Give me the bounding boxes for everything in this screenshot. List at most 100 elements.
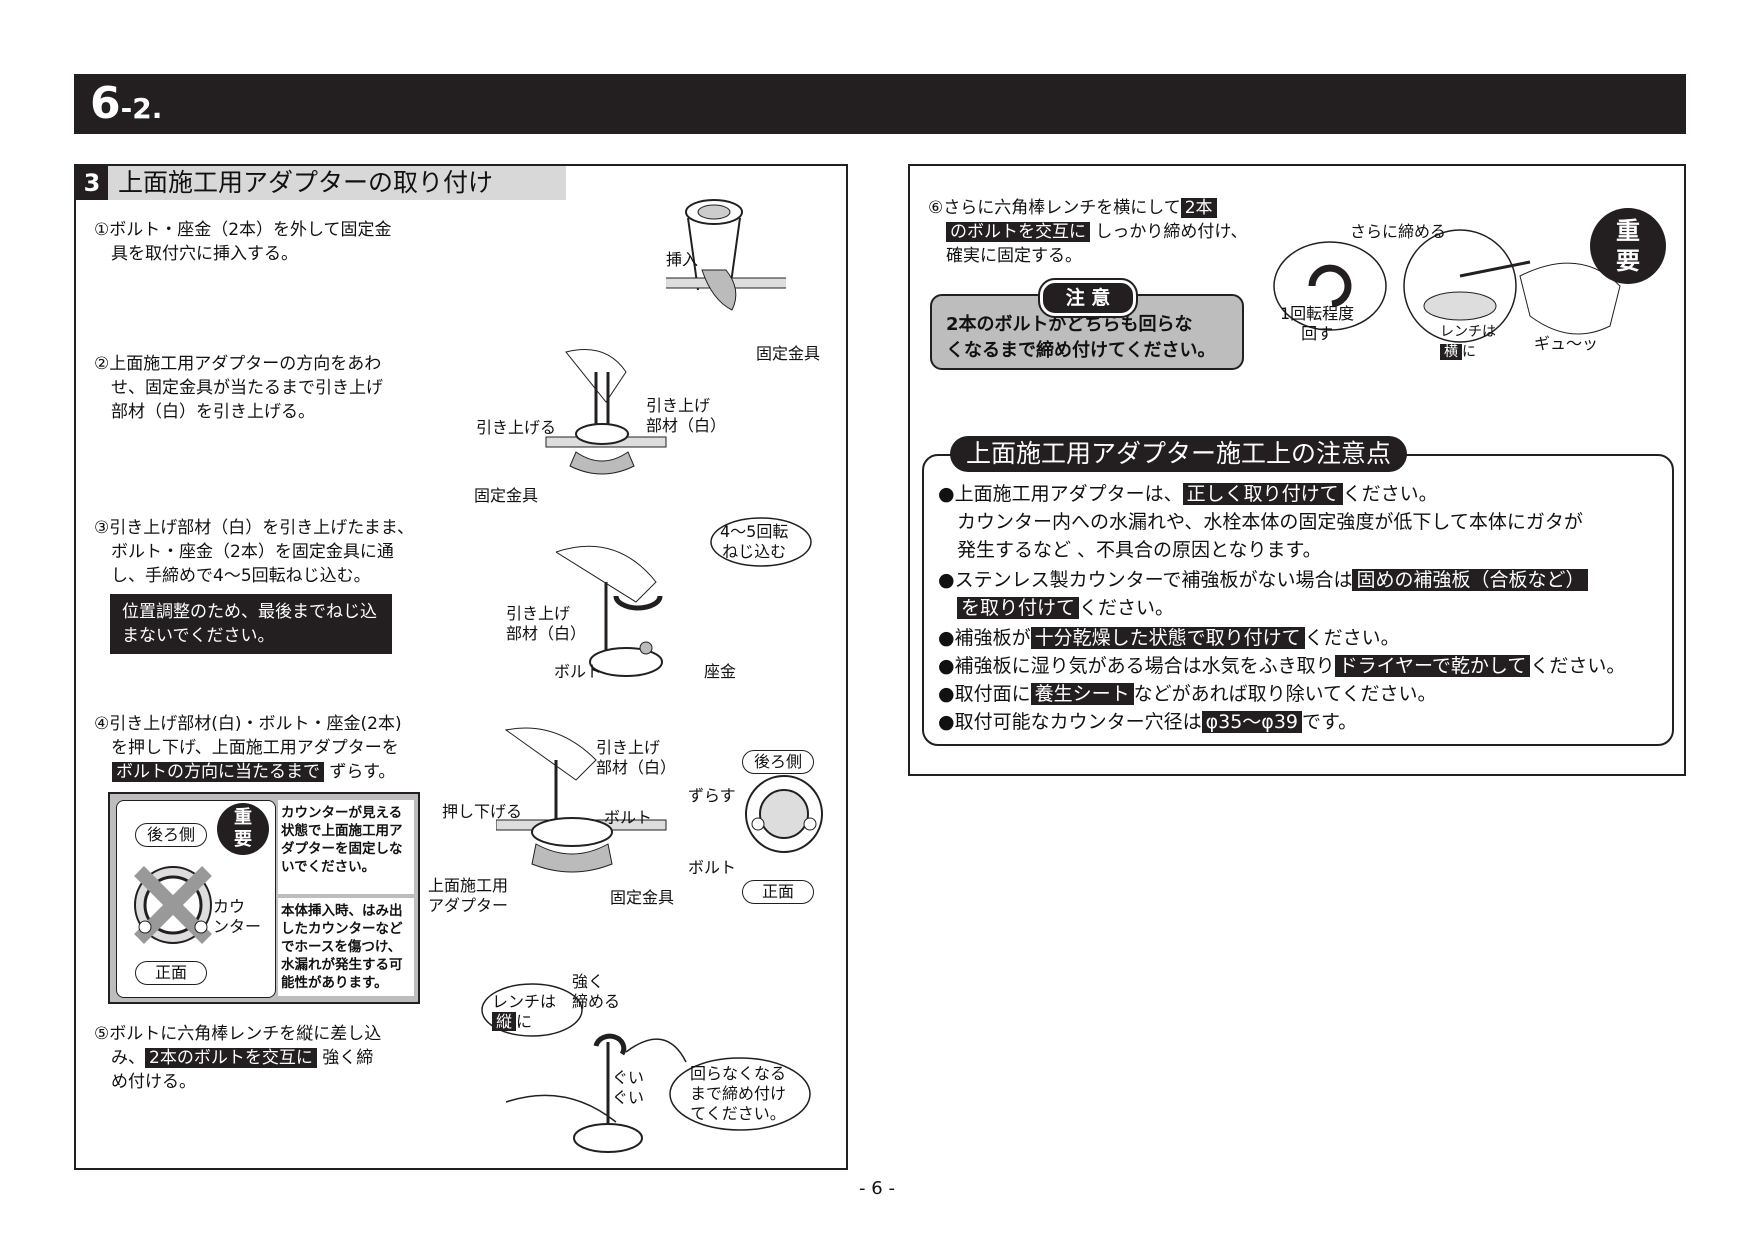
adapter-label: 上面施工用 アダプター: [428, 876, 509, 915]
note-1-highlight: 正しく取り付けて: [1182, 483, 1343, 505]
note-line-7: ●補強板に湿り気がある場合は水気をふき取りドライヤーで乾かしてください。: [938, 652, 1625, 680]
note-line-1: ●上面施工用アダプターは、正しく取り付けてください。: [938, 480, 1438, 508]
pull-member-label: 引き上げ 部材（白）: [646, 396, 727, 435]
bracket-label-4: 固定金具: [610, 888, 675, 907]
step-4-illustration: [496, 727, 667, 873]
tighten-strong-label: 強く 締める: [572, 972, 621, 1011]
step-6-highlight-2: のボルトを交互に: [946, 222, 1090, 242]
important-illustration: 後ろ側 カウ ンター 正面 重 要: [116, 800, 276, 998]
note-8-highlight: 養生シート: [1030, 683, 1134, 705]
bolt-label-4: ボルト: [604, 808, 653, 827]
step-1-text: ①ボルト・座金（2本）を外して固定金 具を取付穴に挿入する。: [94, 220, 392, 264]
note-1-tail: ください。: [1342, 483, 1438, 505]
note-line-5: を取り付けてください。: [938, 594, 1174, 622]
step-2-text: ②上面施工用アダプターの方向をあわ せ、固定金具が当たるまで引き上げ 部材（白）…: [94, 354, 383, 422]
turns-bubble-icon: [710, 517, 812, 567]
note-line-8: ●取付面に養生シートなどがあれば取り除いてください。: [938, 680, 1436, 708]
tighten-more-label: さらに締める: [1350, 222, 1447, 241]
wrench-horizontal-mark: 横: [1440, 344, 1462, 360]
section-sub-number: -2.: [120, 92, 163, 125]
back-side-label-right: 後ろ側: [742, 750, 814, 774]
until-no-turn-bubble: [669, 1057, 811, 1131]
step-4-line-3: ボルトの方向に当たるまで ずらす。: [112, 760, 395, 784]
subsection-heading: 3 上面施工用アダプターの取り付け: [76, 166, 566, 200]
bracket-label-2: 固定金具: [474, 486, 539, 505]
step-3-text: ③引き上げ部材（白）を引き上げたまま、 ボルト・座金（2本）を固定金具に通 し、…: [94, 518, 415, 586]
note-line-4: ●ステンレス製カウンターで補強板がない場合は固めの補強板（合板など）: [938, 566, 1589, 594]
caution-label: 注 意: [1038, 278, 1138, 318]
wrench-vertical-label: レンチは縦に: [492, 992, 556, 1032]
pull-up-label: 引き上げる: [476, 418, 557, 437]
note-line-3: 発生するなど 、不具合の原因となります。: [938, 539, 1322, 561]
wrench-horizontal-text: レンチは: [1440, 324, 1496, 340]
note-4-highlight: 固めの補強板（合板など）: [1352, 569, 1589, 591]
left-panel: 3 上面施工用アダプターの取り付け ①ボルト・座金（2本）を外して固定金 具を取…: [74, 164, 848, 1170]
step-6-line-3: 確実に固定する。: [946, 246, 1082, 266]
step-4-text: ④引き上げ部材(白)・ボルト・座金(2本) を押し下げ、上面施工用アダプターを: [94, 714, 402, 758]
note-7-tail: ください。: [1530, 655, 1626, 677]
front-label-right: 正面: [742, 880, 814, 904]
step-6-line-2: のボルトを交互に しっかり締め付け、: [946, 220, 1248, 244]
pull-member-label-3: 引き上げ 部材（白）: [506, 604, 587, 643]
bolt-label-3: ボルト: [554, 662, 603, 681]
step-5-highlight: 2本のボルトを交互に: [145, 1048, 317, 1068]
note-6-text: ●補強板が: [938, 627, 1031, 649]
note-9-text: ●取付可能なカウンター穴径は: [938, 711, 1202, 733]
step-5-tail: 強く締 め付ける。: [110, 1048, 374, 1092]
step-5-text: ⑤ボルトに六角棒レンチを縦に差し込 み、2本のボルトを交互に 強く締 め付ける。: [94, 1022, 381, 1094]
washer-label: 座金: [704, 662, 737, 681]
note-6-tail: ください。: [1304, 627, 1400, 649]
subsection-title: 上面施工用アダプターの取り付け: [118, 168, 494, 197]
note-9-tail: です。: [1302, 711, 1358, 733]
step-6-illustration: [1273, 229, 1621, 343]
step-6-highlight-1: 2本: [1180, 198, 1217, 218]
important-text-2: 本体挿入時、はみ出 したカウンターなど でホースを傷つけ、 水漏れが発生する可 …: [278, 898, 414, 996]
wrench-horizontal-suffix: に: [1462, 344, 1476, 360]
section-main-number: 6: [90, 78, 121, 129]
step-1-illustration: [666, 199, 786, 311]
counter-label: カウ ンター: [213, 897, 262, 936]
step-3-note: 位置調整のため、最後までねじ込 まないでください。: [110, 594, 392, 654]
section-header-bar: 6-2.: [74, 74, 1686, 134]
gyu-label: ギュ～ッ: [1534, 334, 1599, 353]
notes-title: 上面施工用アダプター施工上の注意点: [950, 436, 1408, 472]
bolt-label-right: ボルト: [688, 858, 737, 877]
note-8-tail: などがあれば取り除いてください。: [1133, 683, 1437, 705]
note-5-tail: ください。: [1079, 597, 1175, 619]
gui-gui-label: ぐい ぐい: [612, 1068, 645, 1107]
bracket-label-1: 固定金具: [756, 344, 821, 363]
shift-label: ずらす: [688, 786, 736, 805]
step-5-head: ⑤ボルトに六角棒レンチを縦に差し込 み、: [94, 1024, 382, 1068]
step-5-illustration: [505, 1033, 687, 1153]
note-4-text: ●ステンレス製カウンターで補強板がない場合は: [938, 569, 1353, 591]
section-heading: 6-2.: [90, 78, 162, 135]
caution-text: 2本のボルトがどちらも回らな くなるまで締め付けてください。: [946, 314, 1216, 361]
note-1-text: ●上面施工用アダプターは、: [938, 483, 1183, 505]
note-line-2: カウンター内への水漏れや、水栓本体の固定強度が低下して本体にガタが: [938, 511, 1583, 533]
page-number: - 6 -: [859, 1178, 895, 1199]
note-5-indent: [938, 597, 957, 619]
note-7-text: ●補強板に湿り気がある場合は水気をふき取り: [938, 655, 1335, 677]
wrench-vertical-mark: 縦: [492, 1012, 517, 1031]
important-box: 後ろ側 カウ ンター 正面 重 要 カウンターが見える 状態で上面施工用ア ダプ…: [108, 792, 420, 1004]
wrench-vertical-text: レンチは: [492, 992, 557, 1011]
step-3-illustration: [556, 545, 663, 677]
shift-adapter-icon: [745, 775, 823, 853]
important-badge: 重 要: [217, 803, 269, 855]
subsection-number: 3: [76, 166, 108, 200]
insert-label: 挿入: [666, 250, 699, 269]
step-4-tail: ずらす。: [329, 762, 396, 782]
note-7-highlight: ドライヤーで乾かして: [1334, 655, 1531, 677]
wrench-vertical-suffix: に: [516, 1012, 533, 1031]
note-9-highlight: φ35～φ39: [1201, 711, 1303, 733]
turns-bubble-label: 4～5回転 ねじ込む: [720, 522, 789, 561]
note-line-6: ●補強板が十分乾燥した状態で取り付けてください。: [938, 624, 1400, 652]
note-6-highlight: 十分乾燥した状態で取り付けて: [1030, 627, 1305, 649]
pull-member-label-4: 引き上げ 部材（白）: [596, 738, 677, 777]
back-side-label: 後ろ側: [135, 823, 207, 847]
step-4-highlight: ボルトの方向に当たるまで: [112, 762, 324, 782]
push-down-label: 押し下げる: [442, 802, 523, 821]
step-6-head: ⑥さらに六角棒レンチを横にして: [928, 198, 1181, 218]
